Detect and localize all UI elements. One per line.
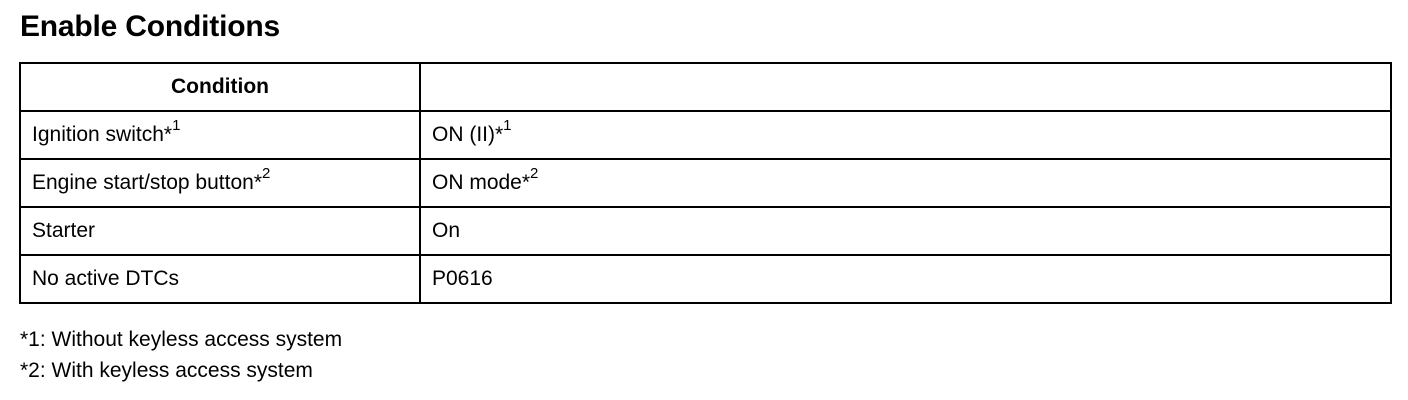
column-header-value xyxy=(419,62,1392,112)
condition-text: No active DTCs xyxy=(32,267,180,290)
condition-text: Starter xyxy=(32,219,96,242)
value-text: ON (II)* xyxy=(432,123,504,146)
enable-conditions-table: Condition Ignition switch*1 ON (II)*1 En… xyxy=(19,62,1392,304)
condition-text: Ignition switch* xyxy=(32,123,173,146)
footnote-ref: 2 xyxy=(262,165,271,182)
condition-cell: Ignition switch*1 xyxy=(19,110,421,160)
table-row: Engine start/stop button*2 ON mode*2 xyxy=(19,158,1392,208)
footnote-ref: 1 xyxy=(172,117,181,134)
table-row: Starter On xyxy=(19,206,1392,256)
value-text: On xyxy=(432,219,461,242)
footnotes: *1: Without keyless access system *2: Wi… xyxy=(20,324,342,386)
table-row: Ignition switch*1 ON (II)*1 xyxy=(19,110,1392,160)
table-row: No active DTCs P0616 xyxy=(19,254,1392,304)
condition-cell: Starter xyxy=(19,206,421,256)
condition-cell: Engine start/stop button*2 xyxy=(19,158,421,208)
value-cell: ON (II)*1 xyxy=(419,110,1392,160)
column-header-condition: Condition xyxy=(19,62,421,112)
value-text: P0616 xyxy=(432,267,493,290)
value-cell: On xyxy=(419,206,1392,256)
footnote-ref: 1 xyxy=(503,117,512,134)
footnote-ref: 2 xyxy=(530,165,539,182)
value-cell: ON mode*2 xyxy=(419,158,1392,208)
footnote-2: *2: With keyless access system xyxy=(20,359,313,382)
footnote-1: *1: Without keyless access system xyxy=(20,328,343,351)
page-title: Enable Conditions xyxy=(20,10,280,43)
table-header-row: Condition xyxy=(19,62,1392,112)
value-text: ON mode* xyxy=(432,171,531,194)
condition-text: Engine start/stop button* xyxy=(32,171,262,194)
condition-cell: No active DTCs xyxy=(19,254,421,304)
value-cell: P0616 xyxy=(419,254,1392,304)
